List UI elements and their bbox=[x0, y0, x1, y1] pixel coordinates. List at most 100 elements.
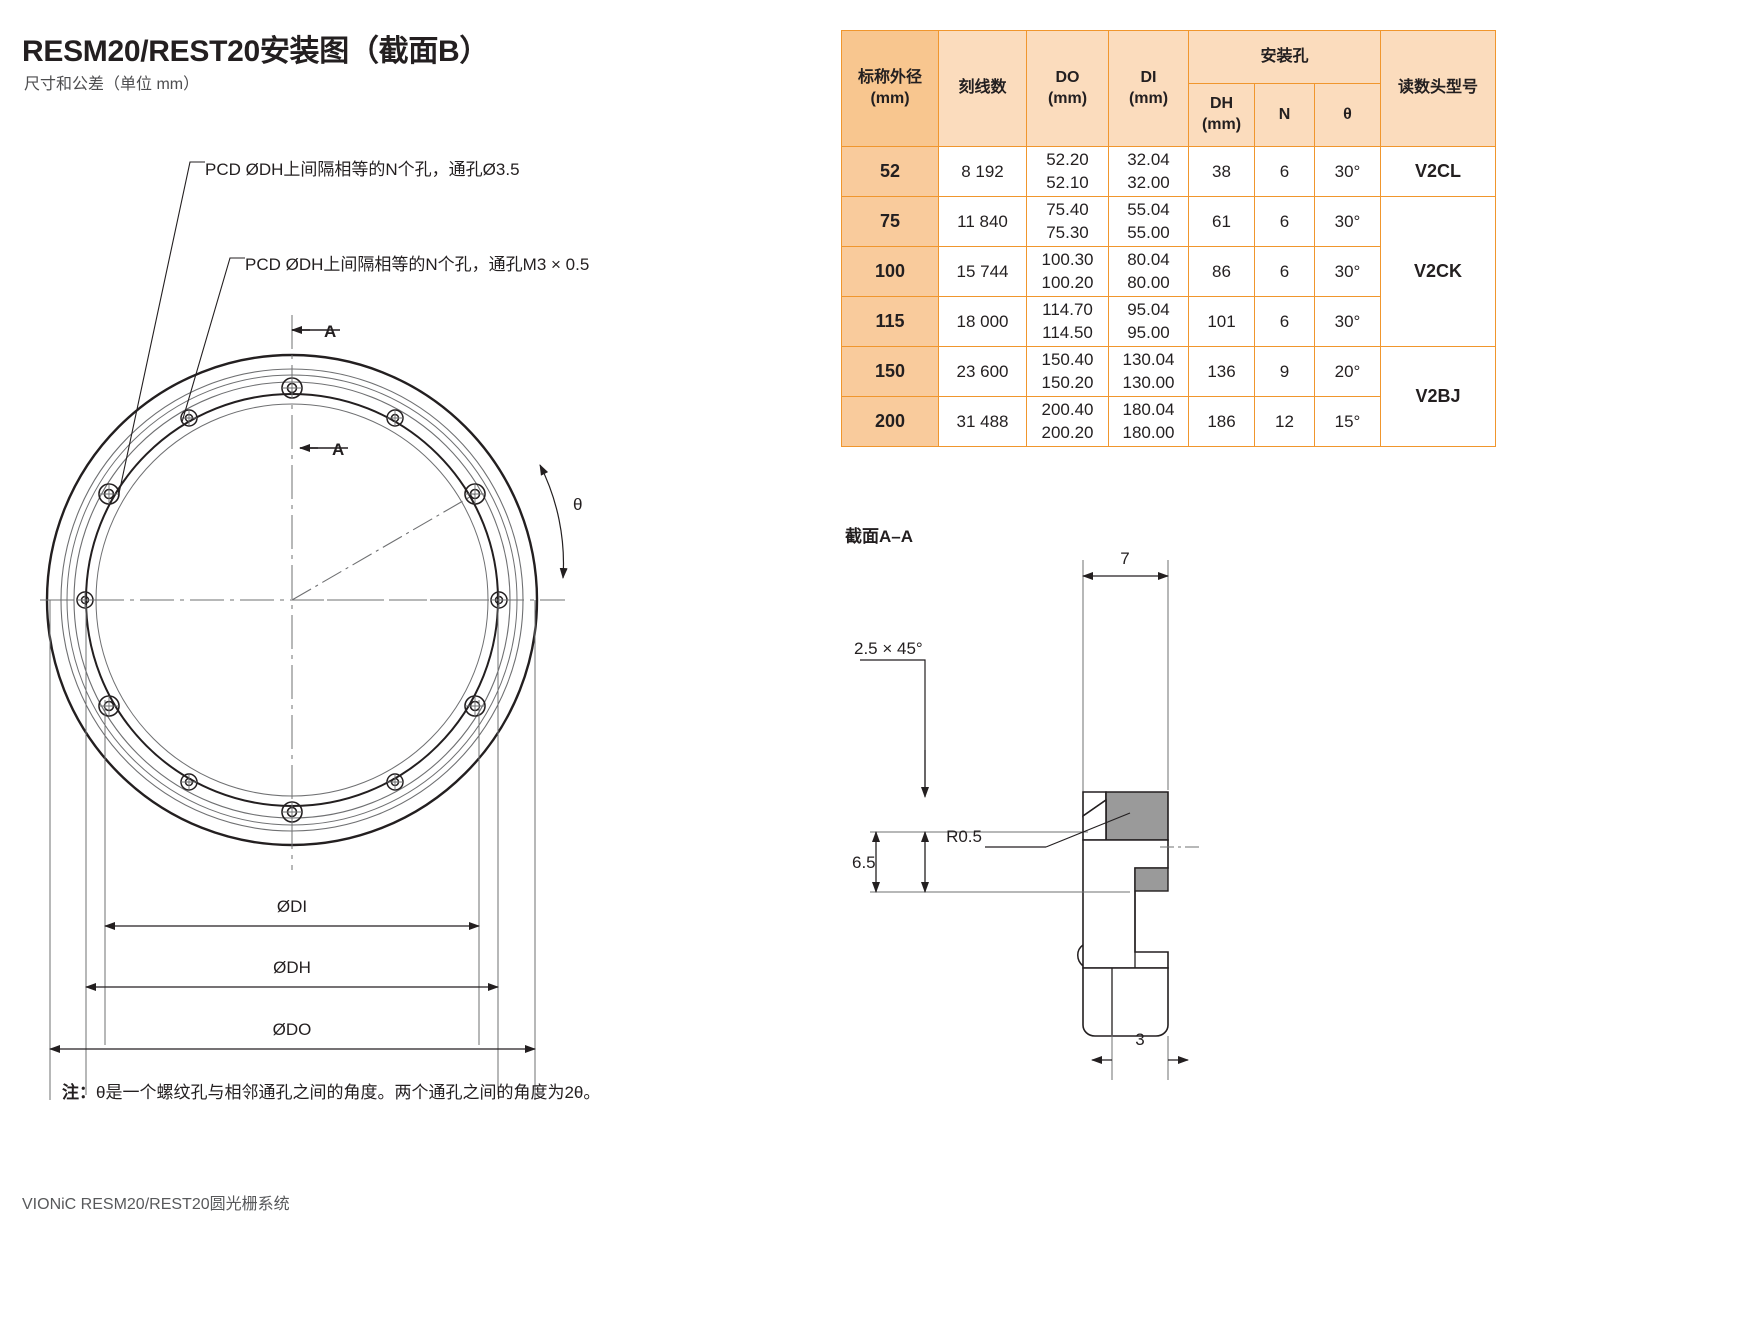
th-theta: θ bbox=[1314, 83, 1381, 147]
through-hole bbox=[98, 695, 120, 717]
dim-3-label: 3 bbox=[1135, 1030, 1144, 1049]
dimension-do: ØDO bbox=[49, 1020, 536, 1053]
th-nominal-od: 标称外径 (mm) bbox=[841, 30, 939, 147]
cell-theta: 15° bbox=[1314, 396, 1381, 447]
th-nominal-od-unit: (mm) bbox=[870, 89, 910, 107]
dimension-height-65: 6.5 bbox=[852, 831, 1130, 893]
section-marker-label-top: A bbox=[324, 322, 336, 341]
dimension-bottom-3: 3 bbox=[1091, 1030, 1189, 1080]
threaded-hole bbox=[386, 773, 404, 791]
dim-dh-label: ØDH bbox=[273, 958, 311, 977]
cell-line-count: 8 192 bbox=[938, 146, 1027, 197]
dim-7-label: 7 bbox=[1120, 549, 1129, 568]
annotation-through-hole: PCD ØDH上间隔相等的N个孔，通孔Ø3.5 bbox=[205, 160, 520, 179]
centre-lines bbox=[40, 315, 565, 870]
cell-line-count: 18 000 bbox=[938, 296, 1027, 347]
th-n: N bbox=[1254, 83, 1315, 147]
note-block: 注：θ是一个螺纹孔与相邻通孔之间的角度。两个通孔之间的角度为2θ。 bbox=[62, 1080, 622, 1106]
cell-n: 6 bbox=[1254, 296, 1315, 347]
cell-dh: 136 bbox=[1188, 346, 1255, 397]
annotation-leaders bbox=[117, 161, 245, 499]
cell-dh: 61 bbox=[1188, 196, 1255, 247]
page-subtitle: 尺寸和公差（单位 mm） bbox=[24, 76, 200, 93]
cell-line-count: 31 488 bbox=[938, 396, 1027, 447]
cell-nominal-od: 52 bbox=[841, 146, 939, 197]
th-do: DO (mm) bbox=[1026, 30, 1109, 147]
cell-nominal-od: 100 bbox=[841, 246, 939, 297]
cell-n: 6 bbox=[1254, 146, 1315, 197]
cell-line-count: 11 840 bbox=[938, 196, 1027, 247]
cell-readhead-model: V2CK bbox=[1380, 196, 1496, 347]
section-aa-label: 截面A–A bbox=[845, 527, 914, 546]
through-hole bbox=[464, 695, 486, 717]
footer-text: VIONiC RESM20/REST20圆光栅系统 bbox=[22, 1196, 290, 1213]
th-dh-text: DH bbox=[1209, 95, 1234, 113]
dimension-radius: R0.5 bbox=[946, 812, 1200, 848]
page-title: RESM20/REST20安装图（截面B） bbox=[22, 35, 490, 68]
ring-cross-section bbox=[1077, 791, 1169, 1037]
th-readhead-model: 读数头型号 bbox=[1380, 30, 1496, 147]
threaded-hole bbox=[180, 773, 198, 791]
th-nominal-od-text: 标称外径 bbox=[857, 68, 922, 86]
th-di: DI (mm) bbox=[1108, 30, 1189, 147]
cell-theta: 20° bbox=[1314, 346, 1381, 397]
dimension-width-7: 7 bbox=[1082, 549, 1169, 805]
spec-table-container: 标称外径 (mm) 刻线数 DO (mm) DI (mm) 安装孔 读数头型号 bbox=[841, 30, 1496, 447]
cell-readhead-model: V2CL bbox=[1380, 146, 1496, 197]
dimension-dh: ØDH bbox=[85, 958, 499, 991]
note-text: θ是一个螺纹孔与相邻通孔之间的角度。两个通孔之间的角度为2θ。 bbox=[96, 1083, 601, 1102]
section-aa-diagram: 7 2.5 × 45° 6. bbox=[852, 549, 1200, 1080]
dimension-di: ØDI bbox=[104, 897, 480, 930]
table-header-row-1: 标称外径 (mm) 刻线数 DO (mm) DI (mm) 安装孔 读数头型号 bbox=[841, 30, 1496, 147]
th-di-unit: (mm) bbox=[1128, 89, 1169, 107]
annotation-threaded-hole: PCD ØDH上间隔相等的N个孔，通孔M3 × 0.5 bbox=[245, 255, 590, 274]
dim-di-label: ØDI bbox=[277, 897, 307, 916]
th-di-text: DI bbox=[1140, 68, 1157, 86]
cell-dh: 101 bbox=[1188, 296, 1255, 347]
cell-nominal-od: 200 bbox=[841, 396, 939, 447]
theta-label: θ bbox=[573, 495, 582, 514]
cell-nominal-od: 75 bbox=[841, 196, 939, 247]
dim-r05-label: R0.5 bbox=[946, 827, 982, 846]
cell-nominal-od: 150 bbox=[841, 346, 939, 397]
through-hole bbox=[98, 483, 120, 505]
theta-angle-indicator bbox=[291, 464, 568, 601]
dim-chamfer-label: 2.5 × 45° bbox=[854, 639, 923, 658]
cell-n: 6 bbox=[1254, 246, 1315, 297]
dimension-chamfer: 2.5 × 45° bbox=[854, 639, 929, 798]
cell-theta: 30° bbox=[1314, 246, 1381, 297]
note-prefix: 注： bbox=[62, 1083, 96, 1102]
th-do-unit: (mm) bbox=[1047, 89, 1088, 107]
cell-n: 9 bbox=[1254, 346, 1315, 397]
cell-dh: 186 bbox=[1188, 396, 1255, 447]
threaded-hole bbox=[386, 409, 404, 427]
cell-line-count: 15 744 bbox=[938, 246, 1027, 297]
cell-theta: 30° bbox=[1314, 146, 1381, 197]
th-line-count: 刻线数 bbox=[938, 30, 1027, 147]
th-dh-unit: (mm) bbox=[1201, 116, 1242, 133]
th-do-text: DO bbox=[1055, 68, 1080, 86]
cell-readhead-model: V2BJ bbox=[1380, 346, 1496, 447]
cell-dh: 38 bbox=[1188, 146, 1255, 197]
spec-table: 标称外径 (mm) 刻线数 DO (mm) DI (mm) 安装孔 读数头型号 bbox=[841, 30, 1496, 447]
cell-line-count: 23 600 bbox=[938, 346, 1027, 397]
cell-n: 12 bbox=[1254, 396, 1315, 447]
cell-nominal-od: 115 bbox=[841, 296, 939, 347]
